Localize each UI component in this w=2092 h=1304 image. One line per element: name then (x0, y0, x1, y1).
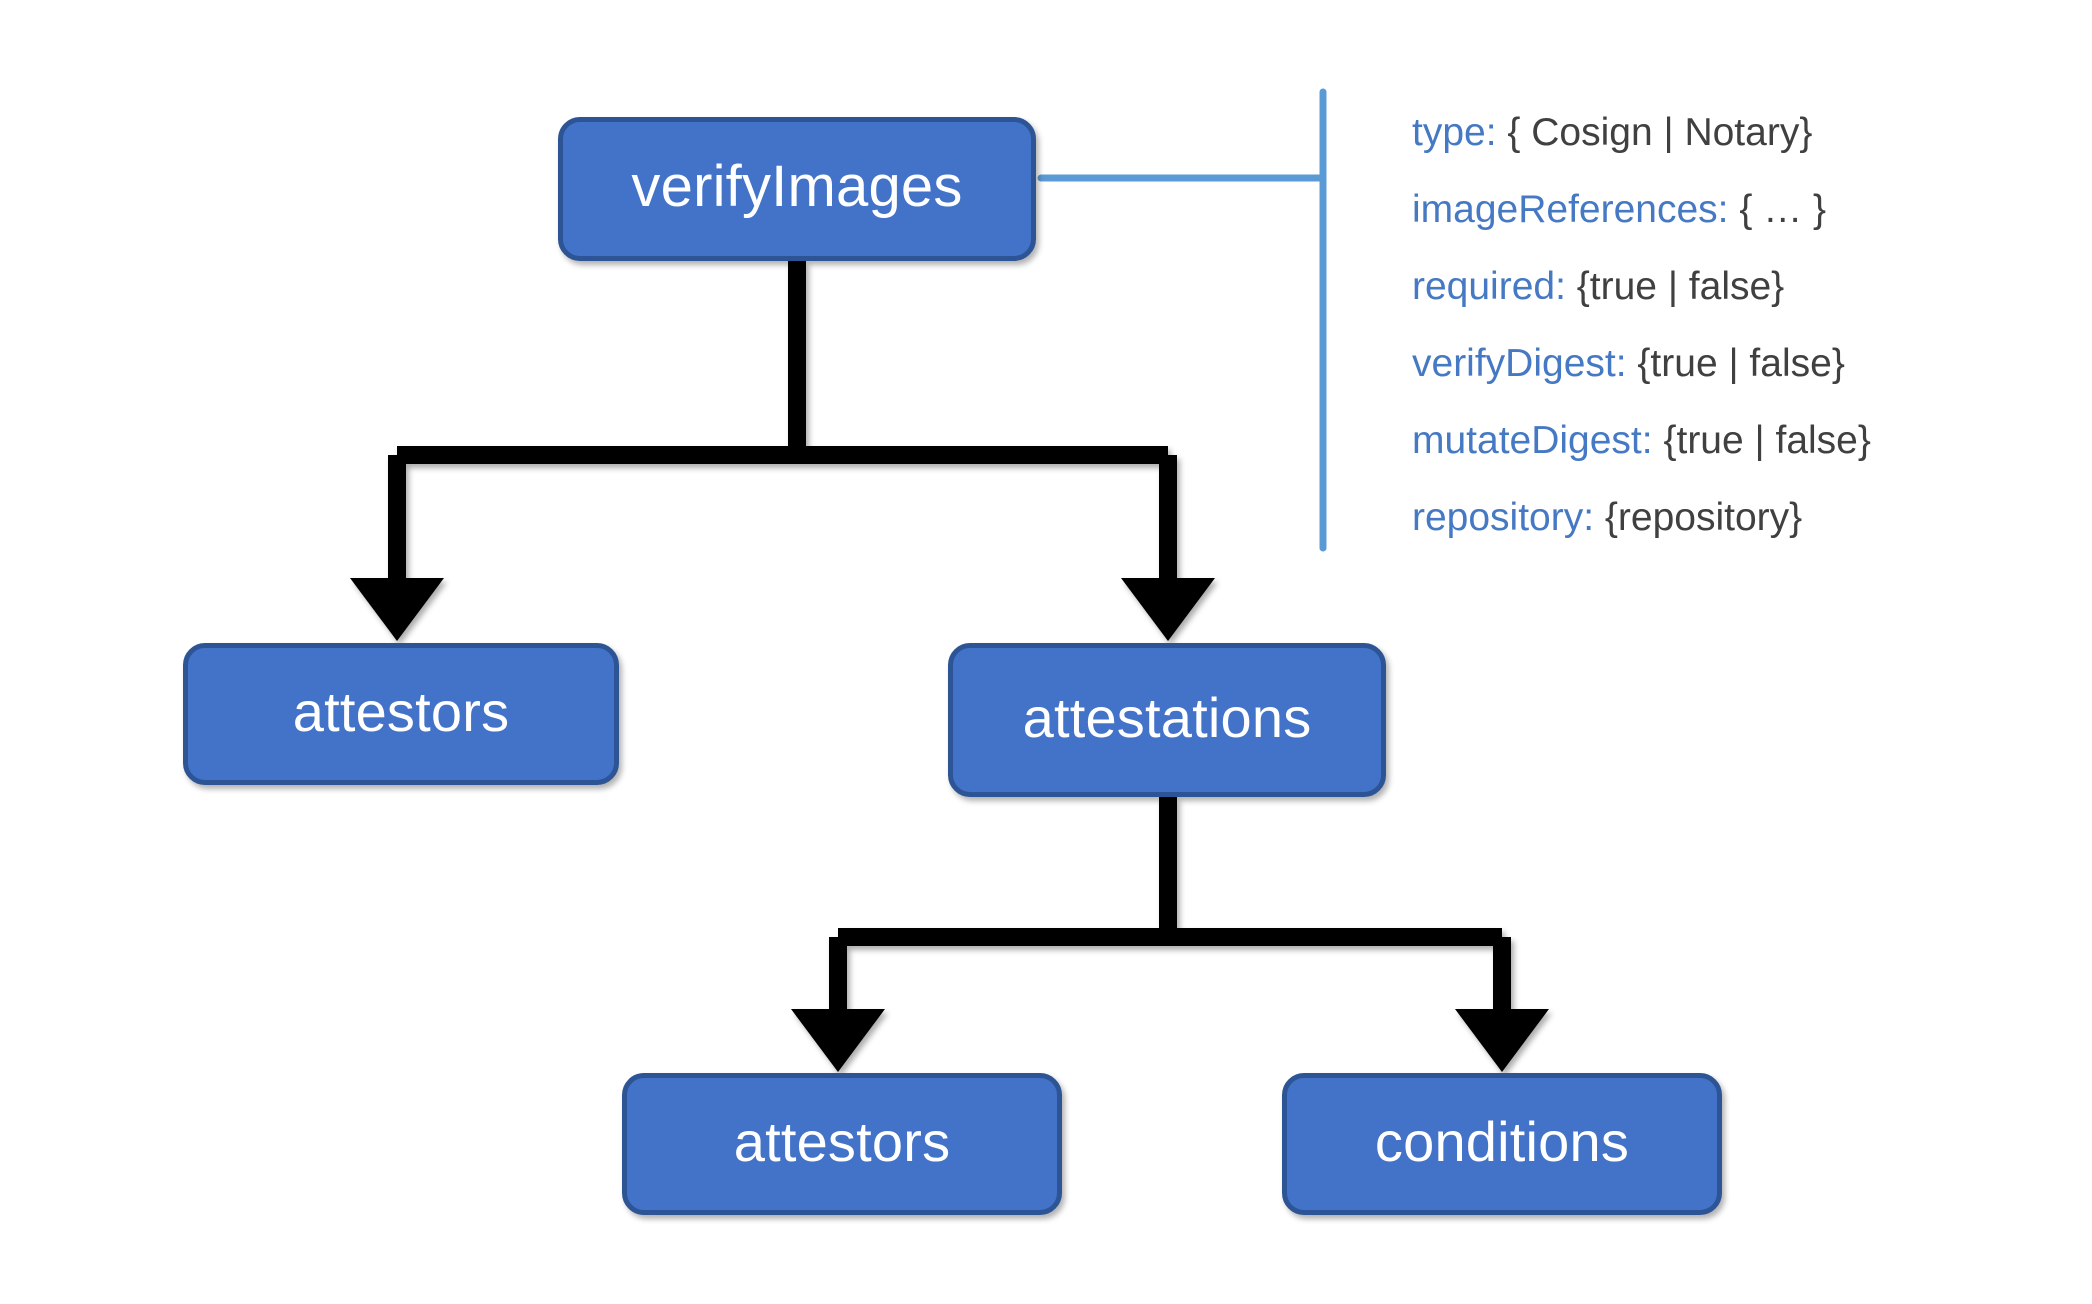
property-value: {true | false} (1663, 419, 1871, 462)
node-verifyimages[interactable]: verifyImages (558, 117, 1036, 261)
node-verifyimages-label: verifyImages (631, 154, 963, 219)
property-row: repository: {repository} (1412, 479, 2052, 556)
node-conditions[interactable]: conditions (1282, 1073, 1722, 1215)
property-value: {true | false} (1637, 342, 1845, 385)
callout-property-list: type: { Cosign | Notary} imageReferences… (1412, 94, 2052, 556)
node-attestors-bottom[interactable]: attestors (622, 1073, 1062, 1215)
property-row: imageReferences: { … } (1412, 171, 2052, 248)
property-row: required: {true | false} (1412, 248, 2052, 325)
property-key: mutateDigest: (1412, 419, 1664, 462)
property-row: verifyDigest: {true | false} (1412, 325, 2052, 402)
property-row: mutateDigest: {true | false} (1412, 402, 2052, 479)
node-attestations[interactable]: attestations (948, 643, 1386, 797)
property-value: { … } (1739, 188, 1827, 231)
property-key: imageReferences: (1412, 188, 1740, 231)
property-key: repository: (1412, 496, 1605, 539)
node-attestors-top-label: attestors (292, 680, 510, 743)
property-value: {true | false} (1576, 265, 1785, 308)
property-value: { Cosign | Notary} (1507, 111, 1813, 154)
property-key: verifyDigest: (1412, 342, 1638, 385)
callout-bracket (1037, 88, 1327, 552)
property-key: required: (1412, 265, 1577, 308)
property-row: type: { Cosign | Notary} (1412, 94, 2052, 171)
property-key: type: (1412, 111, 1508, 154)
property-value: {repository} (1604, 496, 1803, 539)
node-attestors-bottom-label: attestors (733, 1110, 951, 1173)
edge-verifyimages-children (350, 261, 1215, 641)
node-conditions-label: conditions (1374, 1110, 1630, 1173)
edge-attestations-children (791, 797, 1549, 1072)
node-attestations-label: attestations (1022, 686, 1312, 749)
node-attestors-top[interactable]: attestors (183, 643, 619, 785)
